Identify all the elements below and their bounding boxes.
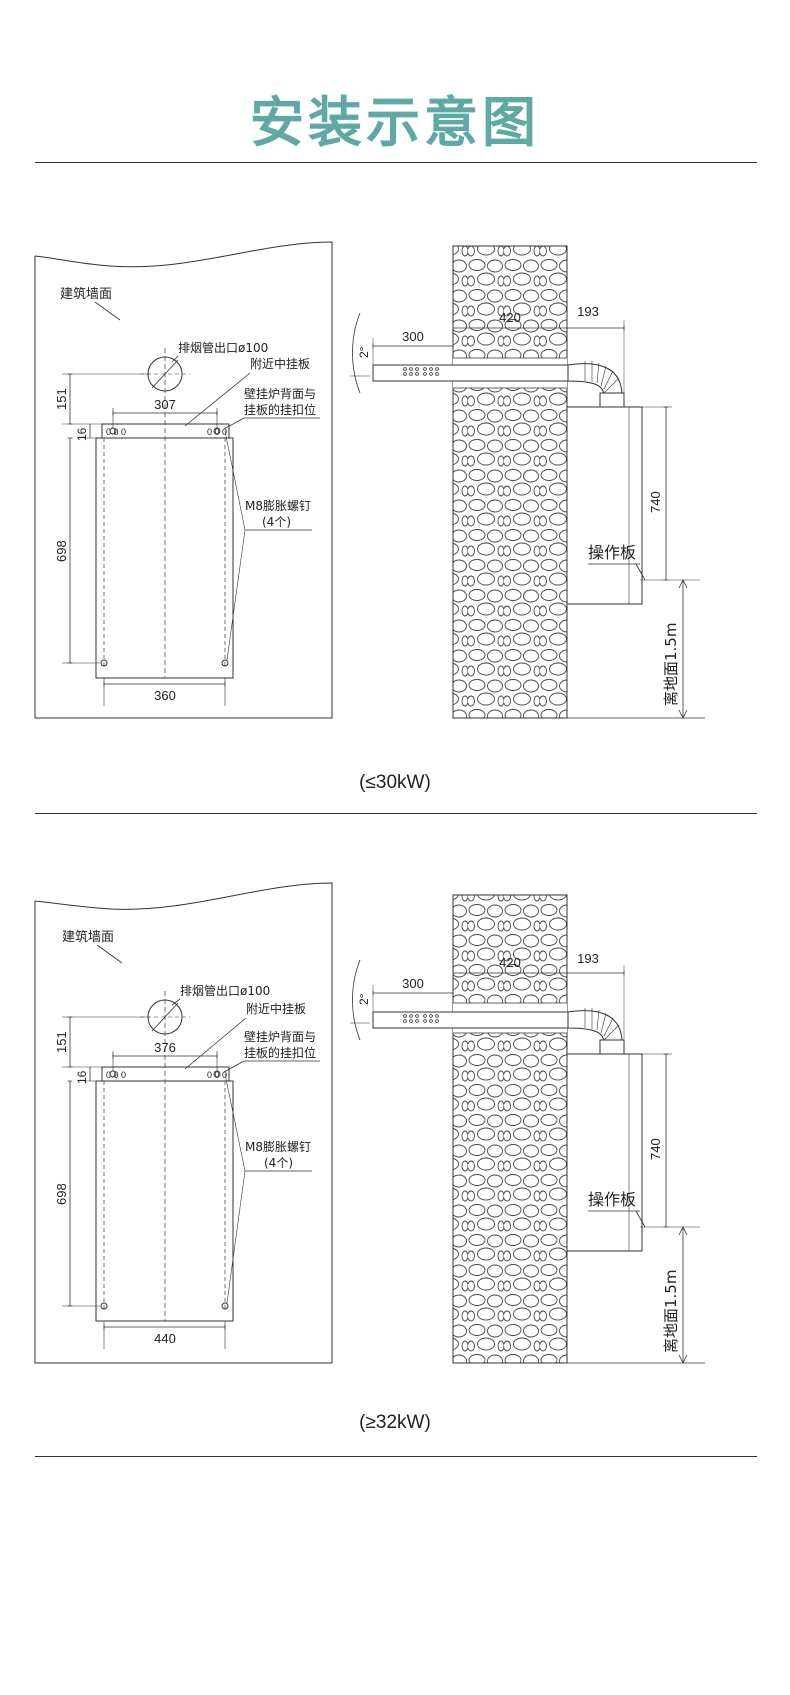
- flue-outlet-label: 排烟管出口ø100: [178, 340, 268, 355]
- hook-label-line2: 挂板的挂扣位: [244, 1045, 316, 1060]
- dim-151: 151: [54, 1031, 69, 1053]
- svg-text:0 0 0: 0 0 0: [207, 1070, 227, 1080]
- svg-text:0 0 0: 0 0 0: [207, 427, 227, 437]
- caption-30kw: (≤30kW): [359, 772, 431, 793]
- dim-top-width: 376: [154, 1040, 176, 1055]
- boiler-body: [566, 406, 643, 605]
- dim-193: 193: [577, 951, 599, 966]
- dim-bottom-width: 440: [154, 1331, 176, 1346]
- hanging-plate-label: 附近中挂板: [246, 1001, 306, 1016]
- masonry-wall: [452, 245, 568, 719]
- dim-300: 300: [402, 329, 424, 344]
- dim-bottom-width: 360: [154, 688, 176, 703]
- caption-32kw: (≥32kW): [359, 1412, 431, 1433]
- hook-label-line1: 壁挂炉背面与: [244, 386, 316, 401]
- divider-middle: [35, 813, 757, 814]
- dim-740: 740: [648, 491, 663, 513]
- hook-label-line1: 壁挂炉背面与: [244, 1029, 316, 1044]
- hook-label-line2: 挂板的挂扣位: [244, 402, 316, 417]
- angle-label: 2°: [357, 993, 371, 1005]
- dim-740: 740: [648, 1138, 663, 1160]
- divider-bottom: [35, 1456, 757, 1457]
- control-panel-label: 操作板: [588, 1190, 636, 1209]
- screw-label-line2: (4个): [264, 1156, 293, 1170]
- dim-151: 151: [54, 388, 69, 410]
- dim-698: 698: [54, 540, 69, 562]
- floor-height-label: 离地面1.5m: [662, 1270, 680, 1353]
- floor-height-label: 离地面1.5m: [662, 623, 680, 706]
- flue-outlet-label: 排烟管出口ø100: [180, 983, 270, 998]
- dim-16: 16: [75, 427, 89, 441]
- boiler-back-outline: [95, 1080, 234, 1322]
- boiler-back-outline: [95, 437, 234, 679]
- dim-16: 16: [75, 1070, 89, 1084]
- boiler-body: [566, 1053, 643, 1252]
- installation-diagram-2: 建筑墙面 排烟管出口ø100 0 0 0 0 0 0 附近中挂板 壁挂炉背面与 …: [34, 882, 705, 1364]
- screw-label-line2: (4个): [262, 515, 291, 529]
- dim-420: 420: [499, 955, 521, 970]
- installation-diagram-1: 建筑墙面 排烟管出口ø100 0 0 0 0 0 0 附近中挂板 壁挂炉背面与 …: [34, 241, 705, 719]
- dim-300: 300: [402, 976, 424, 991]
- angle-label: 2°: [357, 346, 371, 358]
- flue-pipe: [372, 364, 569, 382]
- wall-label: 建筑墙面: [62, 929, 114, 945]
- dim-193: 193: [577, 304, 599, 319]
- divider-top: [35, 162, 757, 163]
- dim-698: 698: [54, 1183, 69, 1205]
- hanging-plate-label: 附近中挂板: [250, 356, 310, 371]
- screw-label-line1: M8膨胀螺钉: [245, 1140, 311, 1154]
- wall-label-leader: [96, 944, 123, 964]
- flue-pipe: [372, 1011, 569, 1029]
- wall-label: 建筑墙面: [60, 286, 112, 302]
- control-panel-label: 操作板: [588, 543, 636, 562]
- wall-label-leader: [94, 301, 121, 321]
- page-title: 安装示意图: [250, 91, 540, 154]
- dim-top-width: 307: [154, 397, 176, 412]
- screw-label-line1: M8膨胀螺钉: [245, 499, 311, 513]
- dim-420: 420: [499, 310, 521, 325]
